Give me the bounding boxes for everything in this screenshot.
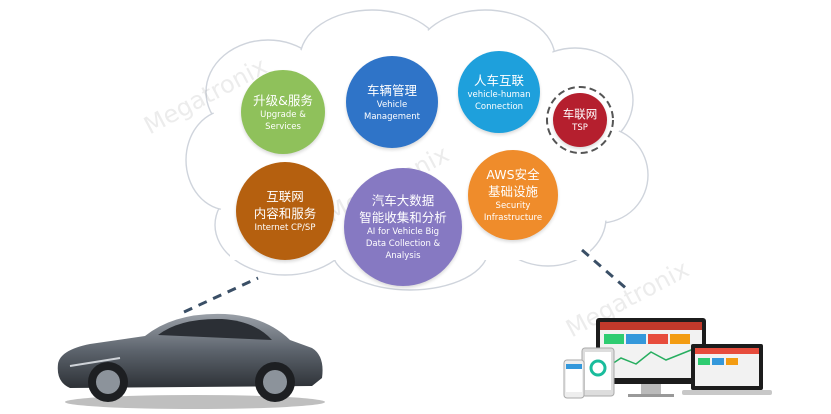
big-data-bubble: 汽车大数据 智能收集和分析 AI for Vehicle Big Data Co… bbox=[344, 168, 462, 286]
vehicle-human-connection-bubble: 人车互联 vehicle-human Connection bbox=[458, 51, 540, 133]
bubble-title: AWS安全 bbox=[486, 167, 540, 182]
bubble-subtitle: Services bbox=[265, 121, 301, 132]
bubble-subtitle: vehicle-human bbox=[467, 89, 531, 100]
sports-car-image bbox=[57, 313, 325, 409]
bubble-subtitle: Security bbox=[495, 201, 531, 211]
bubble-subtitle: Management bbox=[364, 111, 420, 122]
bubble-title: 基础设施 bbox=[487, 184, 538, 199]
bubble-subtitle: Data Collection & bbox=[365, 239, 441, 249]
bubble-title: 车辆管理 bbox=[366, 82, 417, 98]
device-link bbox=[581, 248, 629, 292]
bubble-title: 汽车大数据 bbox=[371, 193, 435, 208]
security-infrastructure-bubble: AWS安全 基础设施 Security Infrastructure bbox=[468, 150, 558, 240]
vehicle-management-bubble: 车辆管理 Vehicle Management bbox=[346, 56, 438, 148]
bubble-subtitle: Connection bbox=[474, 101, 524, 112]
tsp-bubble: 车联网 TSP bbox=[553, 93, 607, 147]
bubble-subtitle: TSP bbox=[572, 122, 588, 133]
bubble-subtitle: Infrastructure bbox=[483, 213, 543, 223]
internet-content-bubble: 互联网 内容和服务 Internet CP/SP bbox=[236, 162, 334, 260]
bubble-subtitle: Analysis bbox=[385, 251, 421, 261]
bubble-subtitle: Upgrade & bbox=[260, 109, 306, 120]
upgrade-services-bubble: 升级&服务 Upgrade & Services bbox=[241, 70, 325, 154]
bubble-title: 智能收集和分析 bbox=[359, 210, 447, 225]
bubble-title: 车联网 bbox=[562, 106, 598, 121]
bubble-title: 升级&服务 bbox=[253, 92, 313, 108]
bubble-title: 互联网 bbox=[266, 189, 304, 204]
bubble-title: 人车互联 bbox=[473, 72, 524, 88]
bubble-subtitle: AI for Vehicle Big bbox=[366, 227, 440, 237]
bubble-subtitle: Internet CP/SP bbox=[254, 223, 316, 233]
bubble-title: 内容和服务 bbox=[253, 206, 317, 221]
devices-image bbox=[563, 318, 772, 399]
bubble-subtitle: Vehicle bbox=[376, 99, 408, 110]
car-link bbox=[183, 276, 259, 314]
